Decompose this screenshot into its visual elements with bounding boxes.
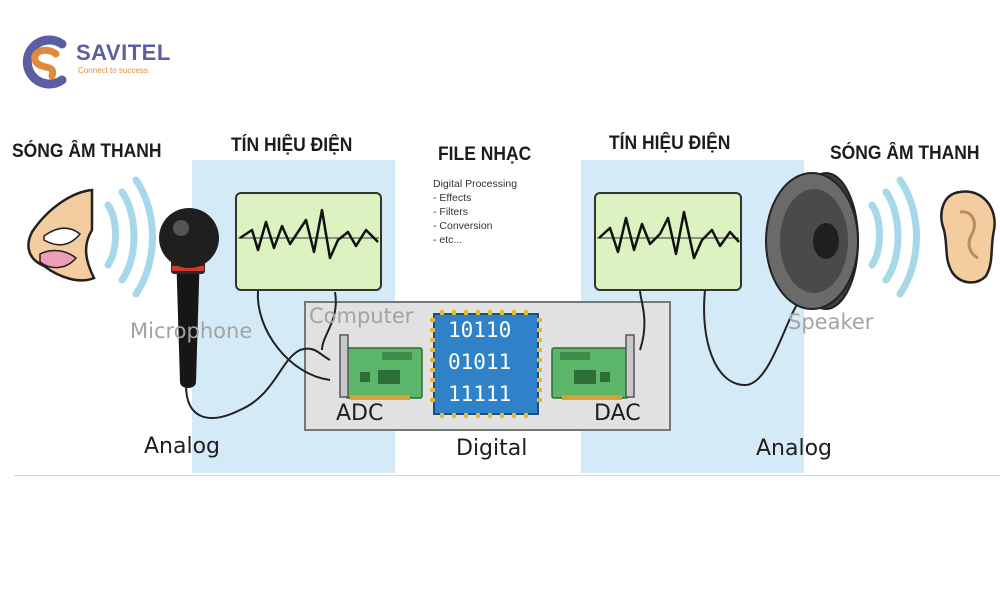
binary-line-1: 10110 <box>448 318 512 342</box>
binary-line-2: 01011 <box>448 350 512 374</box>
binary-line-3: 11111 <box>448 382 512 406</box>
processing-item-effects: - Effects <box>433 192 472 204</box>
mouth-icon <box>27 188 96 282</box>
savitel-logo: SAVITEL Connect to success <box>16 34 186 90</box>
ear-icon <box>940 190 996 284</box>
adc-label: ADC <box>336 401 384 426</box>
header-left-sound-wave: SÓNG ÂM THANH <box>12 141 162 162</box>
cable-dac-to-scope-right <box>639 289 646 351</box>
right-scope-wave <box>598 210 740 260</box>
domain-analog-right: Analog <box>756 436 833 461</box>
speaker-label: Speaker <box>788 310 874 334</box>
logo-name: SAVITEL <box>76 40 171 65</box>
domain-analog-left: Analog <box>144 434 221 459</box>
domain-digital: Digital <box>456 436 528 461</box>
processing-title: Digital Processing <box>433 178 518 190</box>
header-left-electric-signal: TÍN HIỆU ĐIỆN <box>231 135 353 156</box>
processing-item-conversion: - Conversion <box>433 220 493 232</box>
cable-scope-right-to-speaker <box>703 289 801 387</box>
cable-mic-to-adc <box>185 347 331 419</box>
cable-scope-left-to-mic <box>256 289 331 381</box>
left-sound-waves <box>104 176 156 298</box>
processing-item-filters: - Filters <box>433 206 468 218</box>
header-right-sound-wave: SÓNG ÂM THANH <box>830 143 980 164</box>
adc-card-icon <box>339 334 423 400</box>
digital-processing-list: Digital Processing - Effects - Filters -… <box>433 177 517 247</box>
left-scope-wave <box>239 208 379 260</box>
dac-label: DAC <box>594 401 641 426</box>
header-right-electric-signal: TÍN HIỆU ĐIỆN <box>609 133 731 154</box>
right-scope <box>594 192 742 291</box>
microphone-label: Microphone <box>130 319 253 343</box>
logo-tagline: Connect to success <box>78 66 148 75</box>
processing-item-etc: - etc... <box>433 234 463 246</box>
left-scope <box>235 192 382 291</box>
binary-chip-icon <box>430 310 542 418</box>
savitel-logo-icon <box>22 35 67 89</box>
computer-label: Computer <box>309 304 414 328</box>
cable-scope-left-to-adc <box>321 291 337 351</box>
dac-card-icon <box>551 334 635 400</box>
microphone-icon <box>159 208 219 388</box>
speaker-icon <box>765 172 859 310</box>
header-music-file: FILE NHẠC <box>438 144 532 165</box>
right-sound-waves <box>868 176 920 298</box>
bottom-divider <box>14 475 1000 476</box>
